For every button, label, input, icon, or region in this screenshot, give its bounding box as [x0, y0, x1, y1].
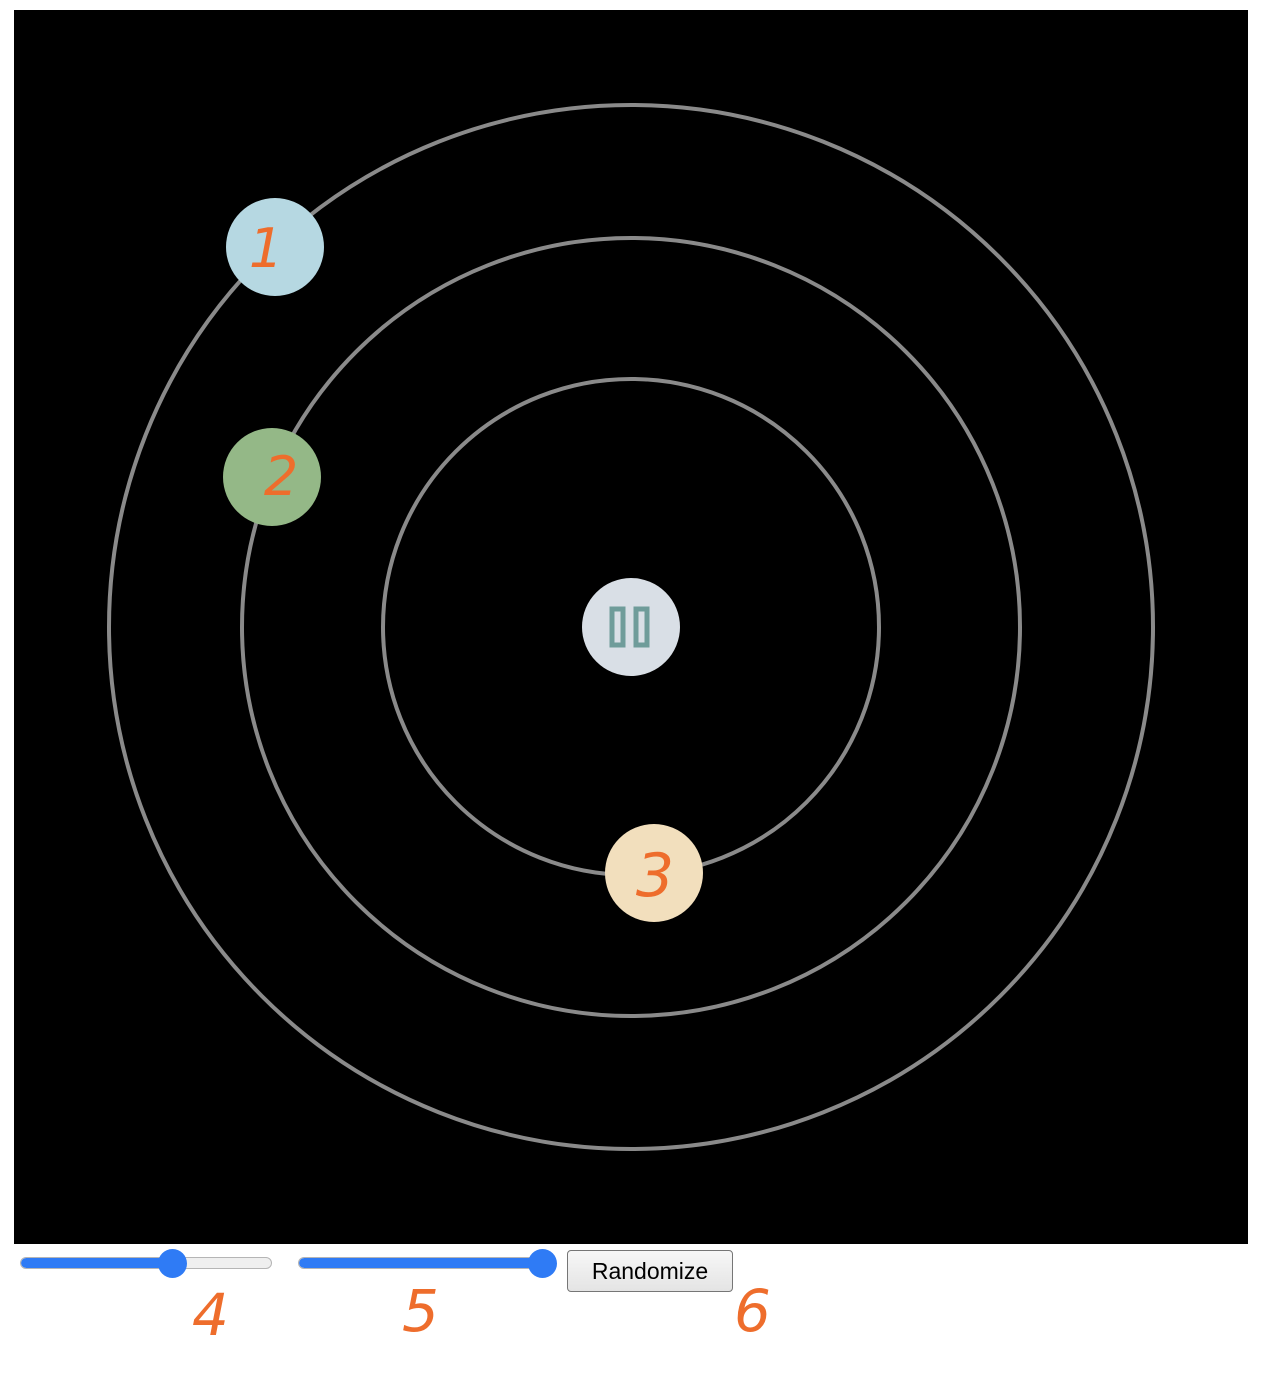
speed-slider-thumb[interactable] — [157, 1249, 187, 1278]
planet-2-label: 2 — [264, 445, 298, 508]
planet-2[interactable]: 2 — [223, 428, 321, 526]
planet-3-label: 3 — [636, 841, 674, 911]
controls-bar: Randomize 4 5 6 — [14, 1246, 1248, 1366]
size-slider-track[interactable] — [298, 1257, 550, 1269]
size-slider-thumb[interactable] — [528, 1249, 557, 1278]
orbit-svg: 1 2 3 — [107, 103, 1155, 1151]
speed-slider-fill — [21, 1258, 173, 1268]
annotation-4: 4 — [192, 1281, 229, 1349]
size-slider-fill — [299, 1258, 543, 1268]
planet-1-label: 1 — [249, 217, 283, 280]
pause-button[interactable] — [582, 578, 680, 676]
pause-icon — [609, 606, 650, 648]
center-sun[interactable] — [582, 578, 680, 676]
speed-slider[interactable] — [14, 1246, 278, 1282]
planet-1[interactable]: 1 — [226, 198, 324, 296]
size-slider[interactable] — [292, 1246, 557, 1282]
planet-3-body[interactable] — [605, 824, 703, 922]
planet-3[interactable]: 3 — [605, 824, 703, 922]
planet-1-body[interactable] — [226, 198, 324, 296]
speed-slider-track[interactable] — [20, 1257, 272, 1269]
middle-orbit — [240, 236, 1022, 1018]
planet-2-body[interactable] — [223, 428, 321, 526]
annotation-5: 5 — [402, 1277, 439, 1345]
randomize-button[interactable]: Randomize — [567, 1250, 733, 1292]
outer-orbit — [107, 103, 1155, 1151]
orbit-canvas[interactable]: 1 2 3 — [14, 10, 1248, 1244]
annotation-6: 6 — [734, 1277, 771, 1345]
